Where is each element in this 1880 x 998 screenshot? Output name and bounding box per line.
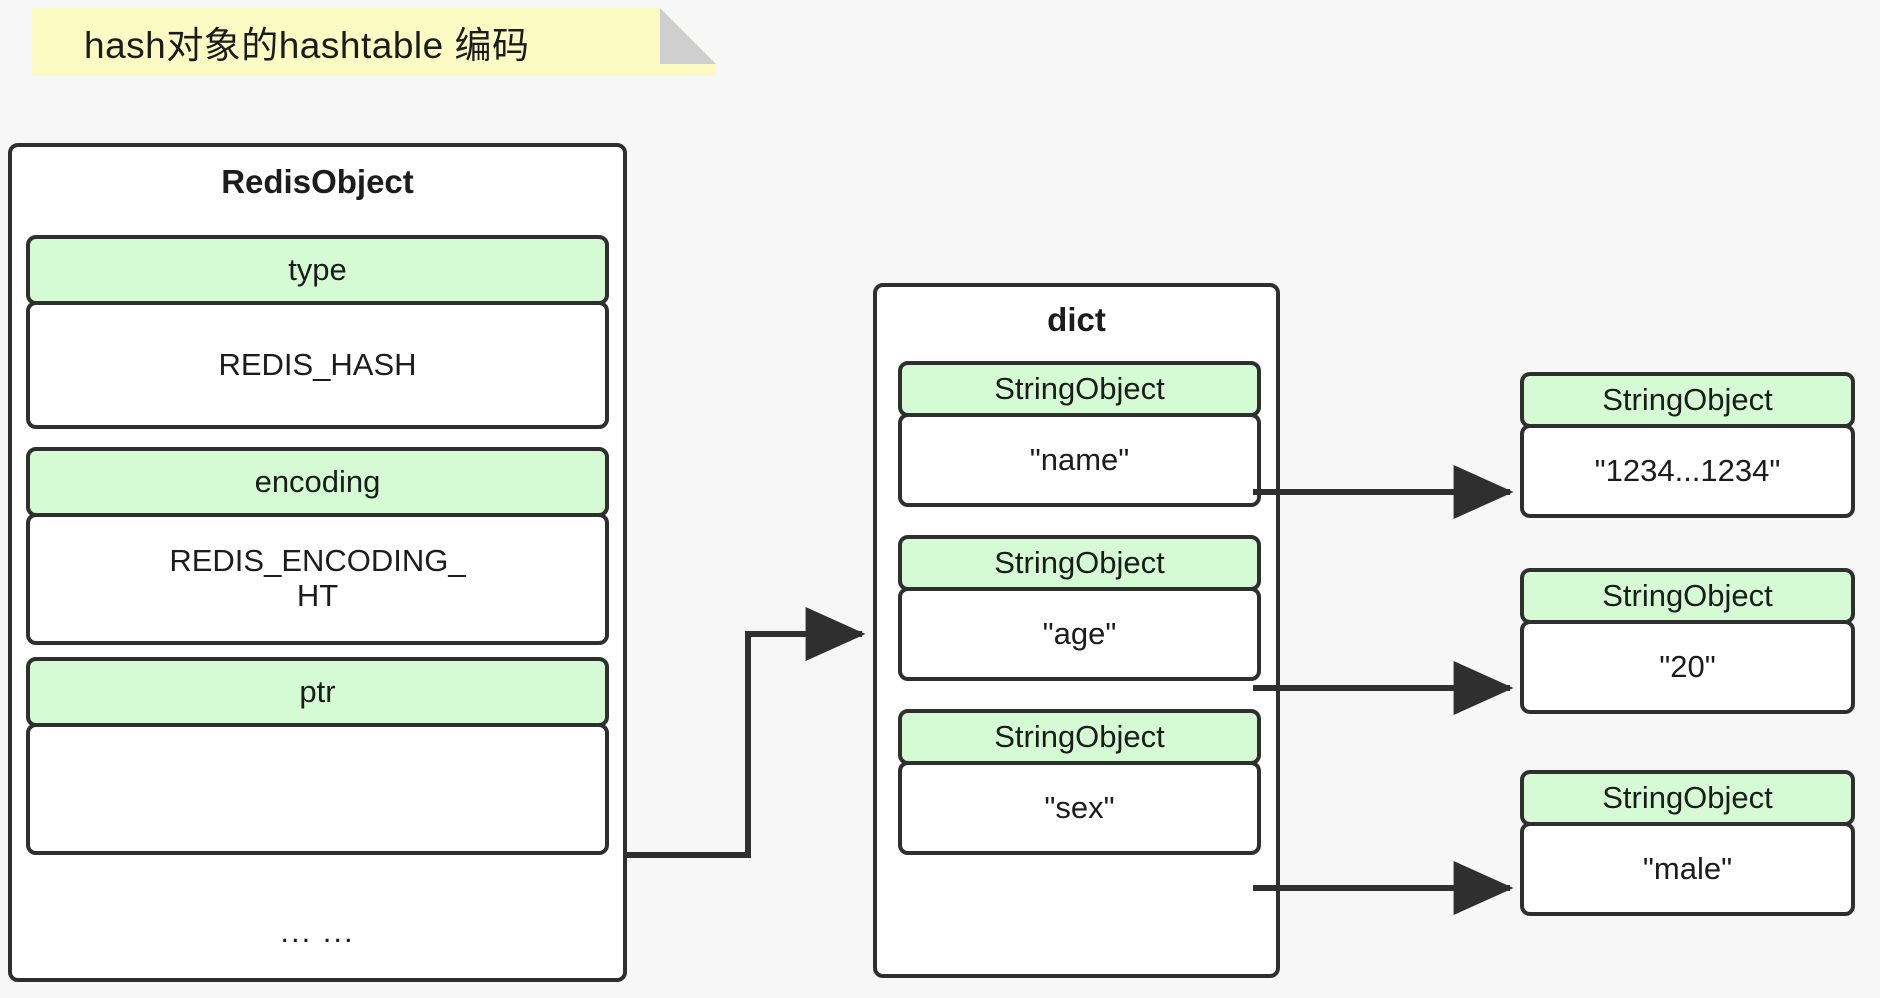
- diagram-title: hash对象的hashtable 编码: [84, 25, 530, 66]
- redis-object-ellipsis: ... ...: [280, 914, 355, 949]
- dict-entry-sex: StringObject "sex": [898, 709, 1261, 855]
- sticky-note-fold-corner-icon: [660, 8, 716, 64]
- dict-entry-sex-key: "sex": [898, 761, 1261, 855]
- title-sticky-note: hash对象的hashtable 编码: [32, 8, 716, 76]
- value-object-sex: StringObject "male": [1520, 770, 1855, 916]
- field-ptr: ptr: [26, 657, 609, 855]
- dict-entry-age: StringObject "age": [898, 535, 1261, 681]
- value-object-age-value: "20": [1520, 620, 1855, 714]
- arrow-ptr-to-dict: [627, 607, 866, 858]
- field-type: type REDIS_HASH: [26, 235, 609, 429]
- field-encoding-label: encoding: [26, 447, 609, 517]
- dict-entry-sex-type: StringObject: [898, 709, 1261, 765]
- value-object-age-type: StringObject: [1520, 568, 1855, 624]
- value-object-name: StringObject "1234...1234": [1520, 372, 1855, 518]
- field-ptr-value: [26, 723, 609, 855]
- dict-title: dict: [1047, 301, 1106, 338]
- field-type-value: REDIS_HASH: [26, 301, 609, 429]
- value-object-name-value: "1234...1234": [1520, 424, 1855, 518]
- value-object-sex-value: "male": [1520, 822, 1855, 916]
- value-object-name-type: StringObject: [1520, 372, 1855, 428]
- dict-entry-age-type: StringObject: [898, 535, 1261, 591]
- field-ptr-label: ptr: [26, 657, 609, 727]
- field-type-label: type: [26, 235, 609, 305]
- value-object-sex-type: StringObject: [1520, 770, 1855, 826]
- sticky-note-body: [32, 8, 716, 76]
- redis-object-node: RedisObject type REDIS_HASH encoding RED…: [8, 143, 627, 982]
- value-object-age: StringObject "20": [1520, 568, 1855, 714]
- dict-entry-name: StringObject "name": [898, 361, 1261, 507]
- dict-node: dict StringObject "name" StringObject "a…: [873, 283, 1280, 978]
- redis-object-title: RedisObject: [221, 163, 414, 200]
- dict-entry-name-key: "name": [898, 413, 1261, 507]
- field-encoding: encoding REDIS_ENCODING_ HT: [26, 447, 609, 645]
- dict-entry-name-type: StringObject: [898, 361, 1261, 417]
- field-encoding-value: REDIS_ENCODING_ HT: [26, 513, 609, 645]
- dict-entry-age-key: "age": [898, 587, 1261, 681]
